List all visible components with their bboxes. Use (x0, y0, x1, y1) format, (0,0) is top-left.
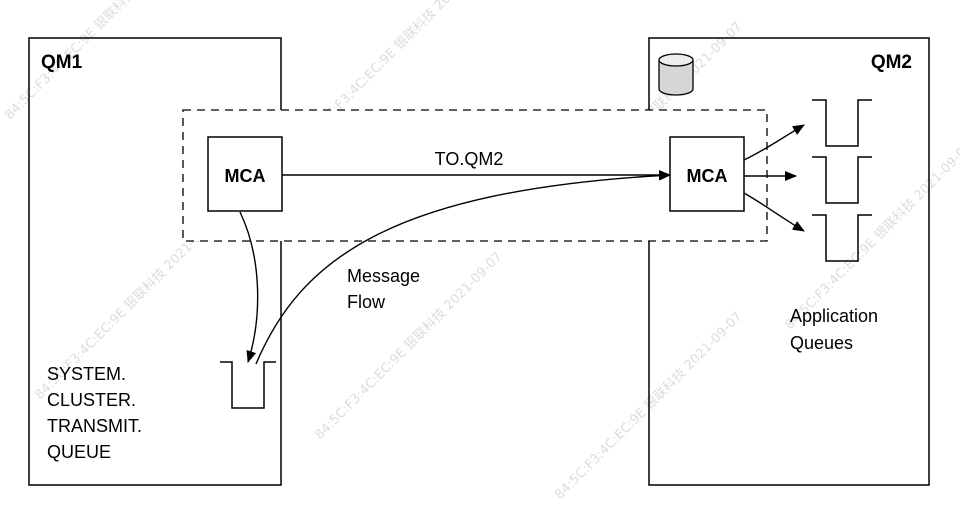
transmit-queue-label: SYSTEM. CLUSTER. TRANSMIT. QUEUE (47, 364, 147, 462)
message-flow-line-2: Flow (347, 292, 386, 312)
channel-label: TO.QM2 (435, 149, 504, 169)
transmit-queue-line-3: TRANSMIT. (47, 416, 142, 436)
watermark-text: 84:5C:F3:4C:EC:9E 银联科技 2021-09-07 (782, 139, 960, 332)
application-queue-3-icon (812, 214, 872, 262)
message-flow-label: Message Flow (347, 266, 425, 312)
left-mca-label: MCA (225, 166, 266, 186)
mca-to-app-queue-1-arrow (743, 124, 805, 161)
application-queues-label: Application Queues (790, 306, 883, 353)
transmit-queue-line-2: CLUSTER. (47, 390, 136, 410)
qm2-label: QM2 (871, 52, 912, 73)
application-queue-2-icon (812, 156, 872, 204)
application-queues-line-1: Application (790, 306, 878, 326)
qm1-label: QM1 (41, 52, 83, 73)
transmit-queue-icon (220, 361, 276, 409)
left-mca-box (207, 136, 283, 212)
message-flow-line-1: Message (347, 266, 420, 286)
application-queues-line-2: Queues (790, 333, 853, 353)
qm2-box (648, 37, 930, 486)
qm1-box (28, 37, 282, 486)
right-mca-label: MCA (687, 166, 728, 186)
mca-to-queue-arrow (239, 211, 259, 363)
application-queue-1-icon (812, 99, 872, 147)
transmit-queue-line-4: QUEUE (47, 442, 111, 462)
message-flow-arrow (255, 170, 671, 365)
watermark-text: 84:5C:F3:4C:EC:9E 银联科技 2021-09-07 (2, 0, 195, 123)
repository-icon (658, 53, 694, 96)
mca-to-app-queue-3-arrow (743, 192, 805, 232)
transmit-queue-line-1: SYSTEM. (47, 364, 126, 384)
